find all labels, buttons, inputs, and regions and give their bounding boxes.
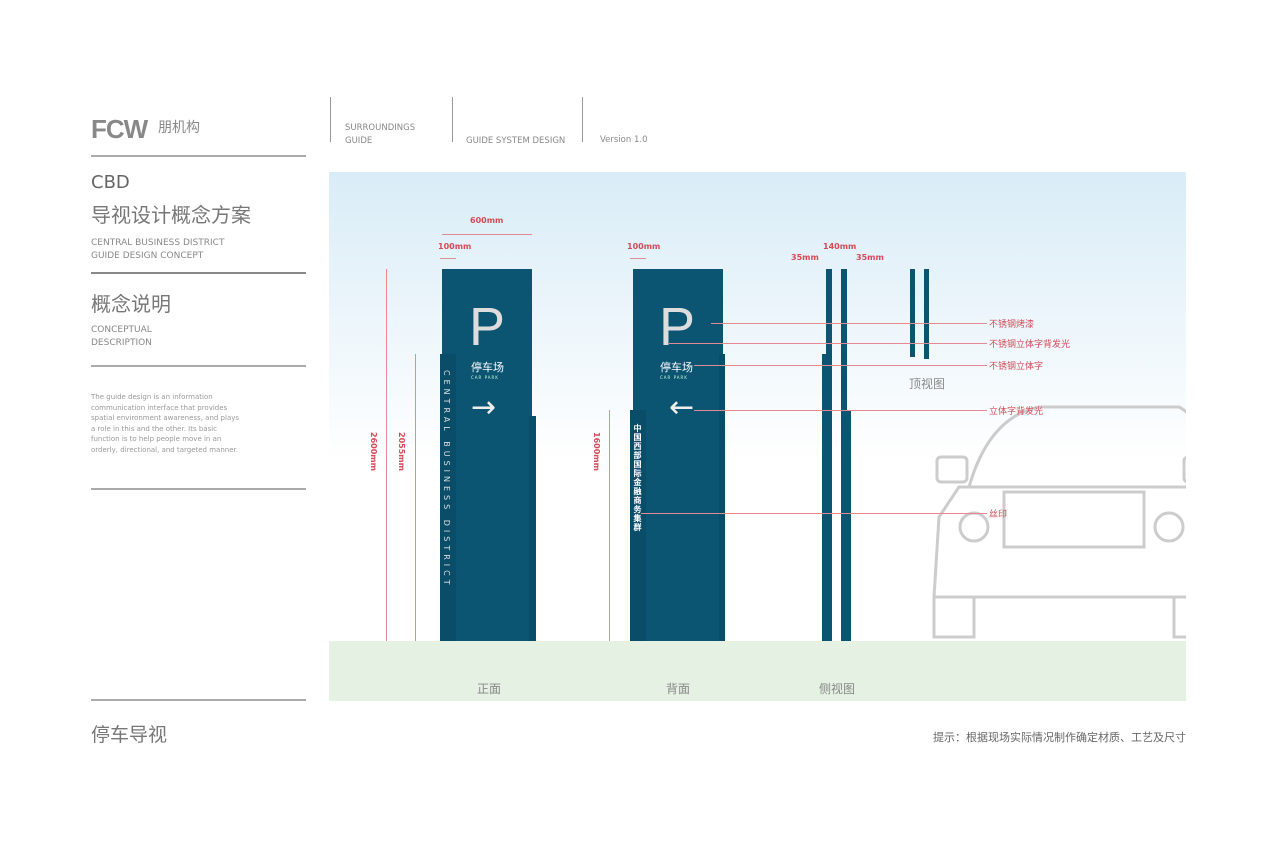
title-en: CBD	[91, 172, 130, 193]
description: The guide design is an information commu…	[91, 393, 240, 454]
subtitle-line: CENTRAL BUSINESS DISTRICT	[91, 238, 225, 248]
drawing-area: P 停车场 CAR PARK → CENTRAL BUSINESS DISTRI…	[329, 172, 1186, 701]
divider	[91, 365, 306, 367]
divider	[582, 97, 583, 142]
top-view-shape	[924, 269, 929, 359]
dim-line	[440, 258, 456, 259]
parking-p-icon: P	[659, 297, 696, 357]
back-sign-panel	[633, 269, 723, 641]
section-en: CONCEPTUAL DESCRIPTION	[91, 324, 152, 350]
top-view-shape	[910, 269, 915, 357]
dim-side-depth: 140mm	[823, 242, 857, 251]
dim-line	[442, 234, 532, 235]
callout-label: 立体字背发光	[989, 407, 1044, 417]
side-view-panel	[841, 269, 847, 641]
dim-width: 600mm	[470, 216, 504, 225]
dim-height-total: 2600mm	[369, 432, 378, 471]
subtitle-en: CENTRAL BUSINESS DISTRICT GUIDE DESIGN C…	[91, 237, 224, 263]
back-en-label: CAR PARK	[660, 375, 688, 380]
dim-height-side: 2055mm	[397, 432, 406, 471]
callout-line	[694, 410, 987, 411]
divider	[91, 699, 306, 701]
section-line: CONCEPTUAL	[91, 325, 152, 335]
divider	[91, 155, 306, 157]
footer-note: 提示：根据现场实际情况制作确定材质、工艺及尺寸	[933, 731, 1186, 744]
nav-guide-system-design: GUIDE SYSTEM DESIGN	[466, 136, 566, 146]
callout-line	[694, 365, 987, 366]
callout-line	[669, 343, 987, 344]
parking-p-icon: P	[469, 297, 506, 357]
divider	[91, 272, 306, 274]
divider	[452, 97, 453, 142]
arrow-left-icon: ←	[669, 390, 695, 425]
caption-top-view: 顶视图	[909, 377, 946, 391]
caption-front: 正面	[477, 682, 502, 696]
divider	[91, 488, 306, 490]
dim-line	[415, 354, 416, 641]
callout-label: 丝印	[989, 510, 1008, 520]
front-back-edge	[529, 416, 536, 641]
caption-back: 背面	[666, 682, 691, 696]
front-cn-label: 停车场	[471, 361, 504, 374]
callout-line	[711, 323, 987, 324]
front-side-strip	[440, 354, 456, 641]
side-view-strip	[822, 354, 827, 641]
side-view-panel	[826, 269, 832, 641]
dim-line	[630, 258, 646, 259]
divider	[330, 97, 331, 142]
back-back-edge	[719, 354, 725, 641]
dim-line	[386, 269, 387, 641]
dim-front-inset: 100mm	[438, 242, 472, 251]
callout-label: 不锈钢立体字背发光	[989, 340, 1071, 350]
arrow-right-icon: →	[471, 390, 497, 425]
front-sign-panel	[442, 269, 532, 641]
dim-side-left: 35mm	[791, 253, 819, 262]
logo: FCW	[91, 114, 148, 144]
dim-line	[609, 410, 610, 641]
footer-title: 停车导视	[91, 724, 168, 746]
car-illustration	[932, 405, 1186, 639]
side-view-strip	[846, 410, 851, 641]
subtitle-line: GUIDE DESIGN CONCEPT	[91, 251, 204, 261]
callout-label: 不锈钢立体字	[989, 362, 1044, 372]
back-side-text: 中国西部国际金融商务集群	[633, 424, 642, 532]
front-side-text: CENTRAL BUSINESS DISTRICT	[442, 370, 451, 589]
back-side-strip	[630, 410, 646, 641]
callout-line	[641, 513, 987, 514]
section-line: DESCRIPTION	[91, 338, 152, 348]
front-en-label: CAR PARK	[471, 375, 499, 380]
dim-side-right: 35mm	[856, 253, 884, 262]
section-title: 概念说明	[91, 292, 171, 316]
title-cn: 导视设计概念方案	[91, 203, 251, 227]
back-cn-label: 停车场	[660, 361, 693, 374]
dim-height-back: 1600mm	[592, 432, 601, 471]
dim-back-inset: 100mm	[627, 242, 661, 251]
nav-surroundings-guide: SURROUNDINGS GUIDE	[345, 123, 416, 146]
ground	[329, 641, 1186, 701]
logo-cn: 朋机构	[158, 120, 200, 136]
version: Version 1.0	[600, 135, 648, 145]
caption-side: 侧视图	[819, 682, 856, 696]
callout-label: 不锈钢烤漆	[989, 320, 1035, 330]
